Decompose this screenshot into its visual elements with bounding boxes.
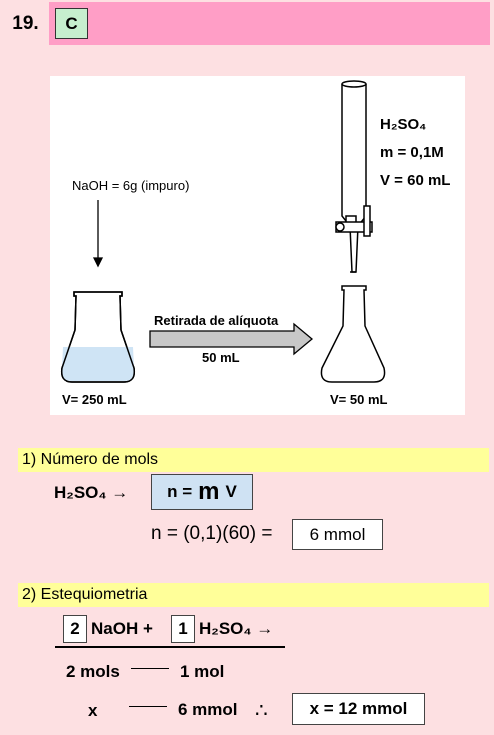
coef-h2so4-box: 1 (171, 615, 195, 643)
formula-box: n = m V (151, 474, 253, 510)
ratio-dash-1 (131, 668, 169, 669)
experiment-figure: NaOH = 6g (impuro) H₂SO₄ m = 0,1M V = 60… (50, 76, 465, 415)
ratio-row1-left: 2 mols (66, 662, 120, 681)
flask1-volume: V= 250 mL (62, 392, 127, 407)
transfer-volume: 50 mL (202, 350, 240, 365)
formula-m: m (198, 478, 220, 505)
flask-50ml-icon (320, 285, 386, 383)
formula-v: V (225, 482, 237, 501)
answer-badge: C (55, 8, 88, 39)
species-h2so4: H₂SO₄ → (199, 619, 274, 638)
moles-result-box: 6 mmol (292, 519, 383, 550)
formula-n: n = (167, 482, 193, 501)
down-arrow-icon (92, 200, 104, 268)
section-heading-moles: 1) Número de mols (18, 448, 489, 472)
flask-250ml-icon (60, 291, 136, 383)
calc-expression: n = (0,1)(60) = (151, 523, 273, 544)
species-naoh: NaOH + (91, 619, 153, 638)
flask2-volume: V= 50 mL (330, 392, 388, 407)
section-heading-stoichiometry: 2) Estequiometria (18, 583, 489, 607)
ratio-row1-right: 1 mol (180, 662, 225, 681)
final-result-box: x = 12 mmol (292, 693, 425, 725)
reactant-label: H₂SO₄ → (54, 483, 129, 502)
burette-icon (335, 80, 373, 273)
question-number: 19. (2, 2, 49, 45)
coef-naoh-box: 2 (63, 615, 87, 643)
h2so4-molarity: m = 0,1M (380, 144, 444, 161)
ratio-row2-right: 6 mmol (178, 700, 238, 719)
transfer-arrow-icon (149, 322, 314, 356)
fraction-rule (55, 646, 285, 648)
naoh-label: NaOH = 6g (impuro) (72, 178, 190, 193)
h2so4-formula: H₂SO₄ (380, 116, 427, 133)
h2so4-volume: V = 60 mL (380, 172, 451, 189)
transfer-label: Retirada de alíquota (154, 313, 279, 328)
ratio-row2-left: x (88, 701, 98, 720)
therefore-symbol: ∴ (255, 700, 268, 722)
ratio-dash-2 (129, 706, 167, 707)
header-bar (49, 2, 490, 45)
